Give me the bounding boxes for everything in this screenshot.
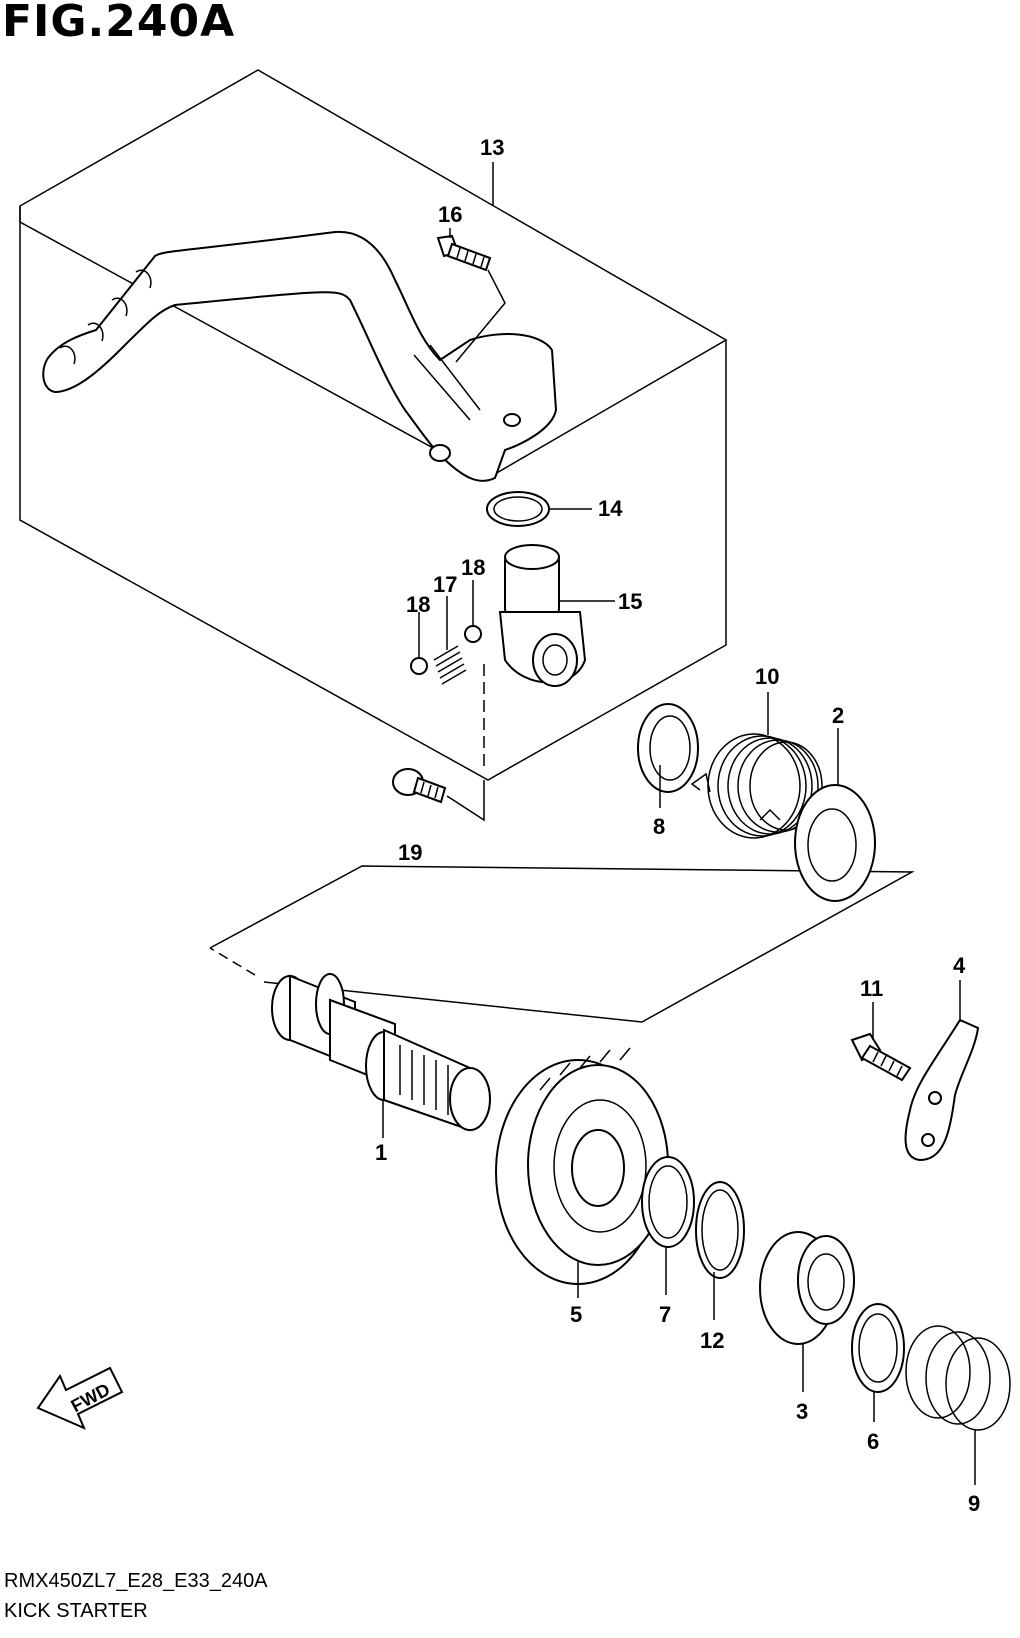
callout-4: 4 [953, 953, 966, 978]
callout-17: 17 [433, 572, 457, 597]
callout-18-left: 18 [406, 592, 430, 617]
leader-19-to-shaft [446, 780, 485, 822]
callout-19: 19 [398, 840, 422, 865]
callout-15: 15 [618, 589, 642, 614]
dash-line-shaft [209, 947, 256, 976]
guide-plate-4[interactable] [904, 1018, 980, 1162]
callout-14: 14 [598, 496, 623, 521]
callout-7: 7 [659, 1302, 671, 1327]
callout-8: 8 [653, 814, 665, 839]
callout-12: 12 [700, 1328, 724, 1353]
kick-spring-10[interactable] [690, 733, 823, 839]
bolt-19[interactable] [392, 768, 447, 804]
spring-guide-2[interactable] [794, 784, 876, 902]
figure-title: FIG.240A [2, 0, 236, 47]
spring-9[interactable] [905, 1325, 1011, 1431]
fwd-arrow-icon: FWD [36, 1366, 124, 1430]
leader-16-to-lever [455, 269, 506, 363]
kick-shaft-boss-15[interactable] [498, 544, 587, 687]
steel-ball-18-left[interactable] [410, 657, 428, 675]
kick-shaft-1[interactable] [271, 973, 491, 1132]
bolt-16[interactable] [436, 234, 492, 272]
kick-lever[interactable] [42, 230, 558, 482]
callout-13: 13 [480, 135, 504, 160]
oil-seal-8[interactable] [637, 703, 699, 793]
kick-gear-5[interactable] [495, 1047, 669, 1285]
washer-7[interactable] [641, 1156, 695, 1248]
steel-ball-18-right[interactable] [464, 625, 482, 643]
model-code: RMX450ZL7_E28_E33_240A [4, 1570, 268, 1592]
callout-5: 5 [570, 1302, 582, 1327]
callout-10: 10 [755, 664, 779, 689]
callout-3: 3 [796, 1399, 808, 1424]
assembly-lower-outline [209, 865, 915, 1023]
section-name: KICK STARTER [4, 1600, 148, 1622]
callout-2: 2 [832, 703, 844, 728]
washer-6[interactable] [851, 1303, 905, 1393]
callout-16: 16 [438, 202, 462, 227]
callout-6: 6 [867, 1429, 879, 1454]
spring-17[interactable] [433, 645, 467, 685]
assembly-13-outline-lower [19, 206, 727, 781]
kick-ratchet-3[interactable] [759, 1231, 855, 1345]
bolt-11[interactable] [850, 1032, 912, 1082]
callout-11: 11 [860, 976, 883, 1001]
callout-18-right: 18 [461, 555, 485, 580]
circlip-12[interactable] [695, 1181, 745, 1279]
callout-1: 1 [375, 1140, 387, 1165]
callout-9: 9 [968, 1491, 980, 1516]
